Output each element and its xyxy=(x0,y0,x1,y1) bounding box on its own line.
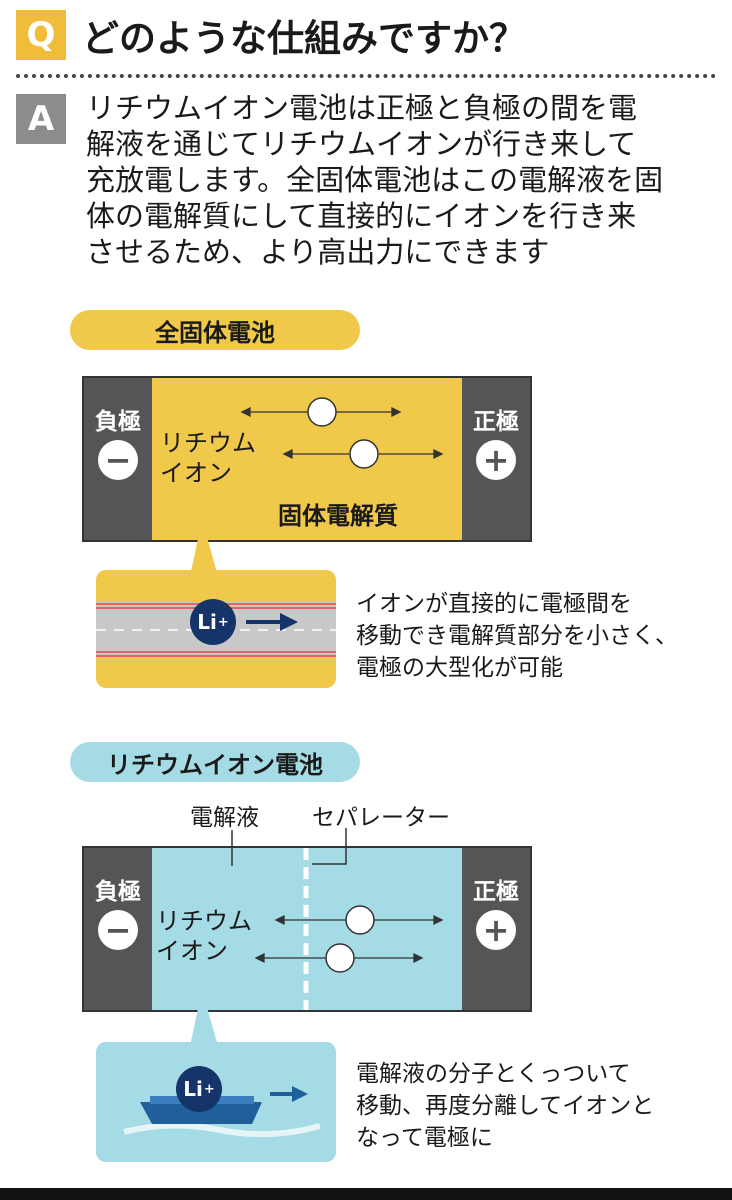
li-charge: + xyxy=(203,1081,215,1097)
solid-ion-arrows xyxy=(240,397,444,469)
description-line: 電解液の分子とくっついて xyxy=(356,1061,631,1087)
bottom-bar xyxy=(0,1188,732,1200)
question-title: どのような仕組みですか？ xyxy=(82,17,526,60)
liion-callout-pointer xyxy=(190,990,218,1046)
ion-label-line: イオン xyxy=(156,937,228,965)
solid-callout-pointer xyxy=(190,520,218,576)
solid-state-diagram xyxy=(82,376,532,542)
solid-state-title: 全固体電池 xyxy=(70,310,360,350)
separator-and-callout-lines xyxy=(231,828,347,1010)
liion-negative-label: 負極 xyxy=(95,879,141,905)
ion-label-line: リチウム xyxy=(156,907,252,935)
answer-line: 体の電解質にして直接的にイオンを行き来 xyxy=(86,199,637,233)
answer-line: 充放電します。全固体電池はこの電解液を固 xyxy=(86,163,664,197)
a-badge: A xyxy=(16,94,66,144)
dotted-divider xyxy=(16,74,716,78)
solid-description: イオンが直接的に電極間を 移動でき電解質部分を小さく、 電極の大型化が可能 xyxy=(356,588,678,684)
li-symbol: Li xyxy=(197,610,217,634)
plus-icon: + xyxy=(476,910,516,950)
ion-label-line: リチウム xyxy=(160,429,256,457)
separator-callout: セパレーター xyxy=(312,805,450,831)
answer-line: させるため、より高出力にできます xyxy=(86,235,550,269)
li-charge: + xyxy=(217,614,229,630)
lithium-ion-icon: Li+ xyxy=(190,599,236,645)
minus-icon: − xyxy=(98,440,138,480)
q-badge: Q xyxy=(16,10,66,60)
solid-negative-label: 負極 xyxy=(95,409,141,435)
description-line: 移動でき電解質部分を小さく、 xyxy=(356,623,678,649)
li-symbol: Li xyxy=(183,1077,203,1101)
description-line: イオンが直接的に電極間を xyxy=(356,591,632,617)
liion-positive-label: 正極 xyxy=(473,879,519,905)
liion-description: 電解液の分子とくっついて 移動、再度分離してイオンと なって電極に xyxy=(356,1058,654,1154)
lithium-ion-title: リチウムイオン電池 xyxy=(70,742,360,782)
solid-positive-label: 正極 xyxy=(473,409,519,435)
plus-icon: + xyxy=(476,440,516,480)
electrolyte-callout: 電解液 xyxy=(190,805,259,831)
lithium-ion-icon: Li+ xyxy=(176,1066,222,1112)
description-line: なって電極に xyxy=(356,1125,493,1151)
liion-ion-label: リチウム イオン xyxy=(156,906,252,966)
description-line: 移動、再度分離してイオンと xyxy=(356,1093,655,1119)
answer-text: リチウムイオン電池は正極と負極の間を電 解液を通じてリチウムイオンが行き来して … xyxy=(86,90,716,270)
minus-icon: − xyxy=(98,910,138,950)
solid-ion-label: リチウム イオン xyxy=(160,428,256,488)
solid-electrolyte-label: 固体電解質 xyxy=(278,502,398,530)
answer-line: 解液を通じてリチウムイオンが行き来して xyxy=(86,127,637,161)
description-line: 電極の大型化が可能 xyxy=(356,655,563,681)
ion-label-line: イオン xyxy=(160,459,232,487)
answer-line: リチウムイオン電池は正極と負極の間を電 xyxy=(86,91,638,125)
liion-ion-arrows xyxy=(254,905,444,973)
